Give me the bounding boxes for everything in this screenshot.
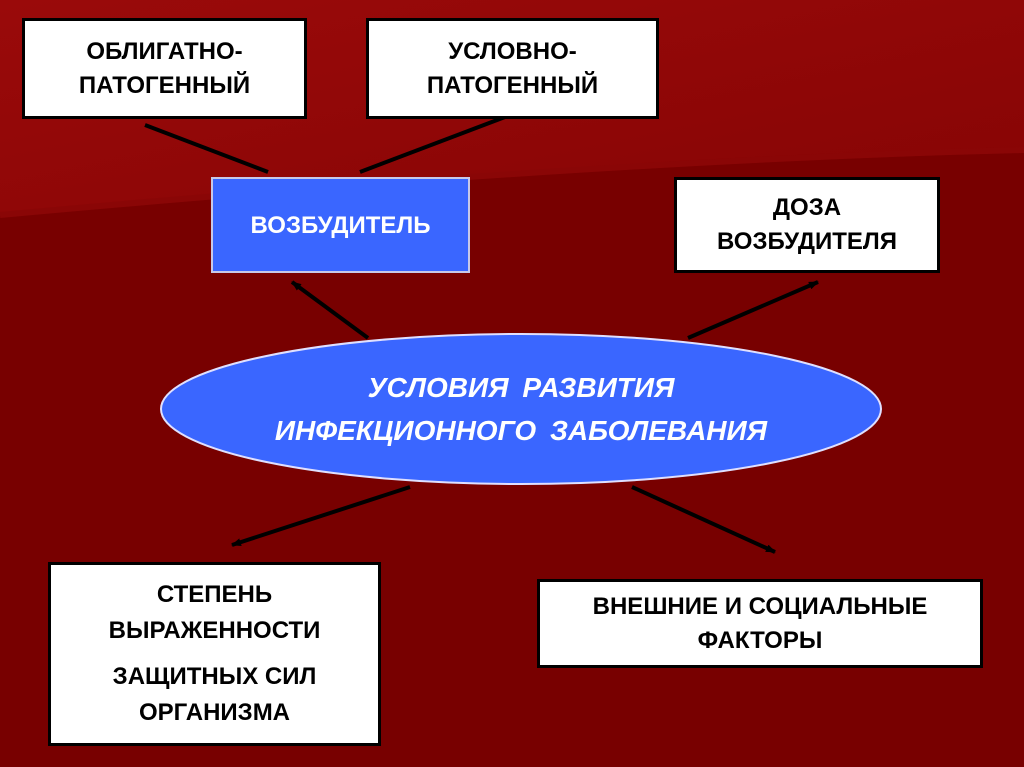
- node-obligate-pathogenic: ОБЛИГАТНО- ПАТОГЕННЫЙ: [22, 18, 307, 119]
- arrow-to-dose: [687, 280, 819, 340]
- node-text: ПАТОГЕННЫЙ: [426, 72, 599, 99]
- node-text: ОРГАНИЗМА: [138, 699, 291, 726]
- center-text: УСЛОВИЯ РАЗВИТИЯ: [367, 372, 675, 403]
- node-text: ПАТОГЕННЫЙ: [78, 72, 251, 99]
- arrow-to-external: [631, 485, 776, 554]
- node-defense-level: СТЕПЕНЬ ВЫРАЖЕННОСТИ ЗАЩИТНЫХ СИЛ ОРГАНИ…: [48, 562, 381, 746]
- node-text: УСЛОВНО-: [448, 38, 577, 65]
- node-text: ВНЕШНИЕ И СОЦИАЛЬНЫЕ: [592, 592, 928, 620]
- node-conditionally-pathogenic: УСЛОВНО- ПАТОГЕННЫЙ: [366, 18, 659, 119]
- connector-conditional: [359, 115, 506, 174]
- node-text: ВОЗБУДИТЕЛЯ: [717, 228, 897, 255]
- node-text: ЗАЩИТНЫХ СИЛ: [112, 663, 317, 690]
- node-pathogen: ВОЗБУДИТЕЛЬ: [211, 177, 470, 273]
- connector-obligate: [144, 123, 269, 174]
- arrow-to-defense: [231, 485, 411, 547]
- node-external-social: ВНЕШНИЕ И СОЦИАЛЬНЫЕ ФАКТОРЫ: [537, 579, 983, 668]
- center-label: УСЛОВИЯ РАЗВИТИЯ ИНФЕКЦИОННОГО ЗАБОЛЕВАН…: [160, 333, 882, 485]
- node-text: ОБЛИГАТНО-: [86, 38, 243, 65]
- node-text: ДОЗА: [772, 194, 842, 221]
- node-text: ВЫРАЖЕННОСТИ: [108, 617, 321, 644]
- node-pathogen-dose: ДОЗА ВОЗБУДИТЕЛЯ: [674, 177, 940, 273]
- node-text: СТЕПЕНЬ: [156, 581, 273, 608]
- center-ellipse: [160, 333, 882, 485]
- center-text: ИНФЕКЦИОННОГО ЗАБОЛЕВАНИЯ: [274, 415, 768, 446]
- arrow-to-pathogen: [290, 280, 370, 340]
- node-text: ВОЗБУДИТЕЛЬ: [250, 212, 431, 239]
- node-text: ФАКТОРЫ: [697, 626, 823, 654]
